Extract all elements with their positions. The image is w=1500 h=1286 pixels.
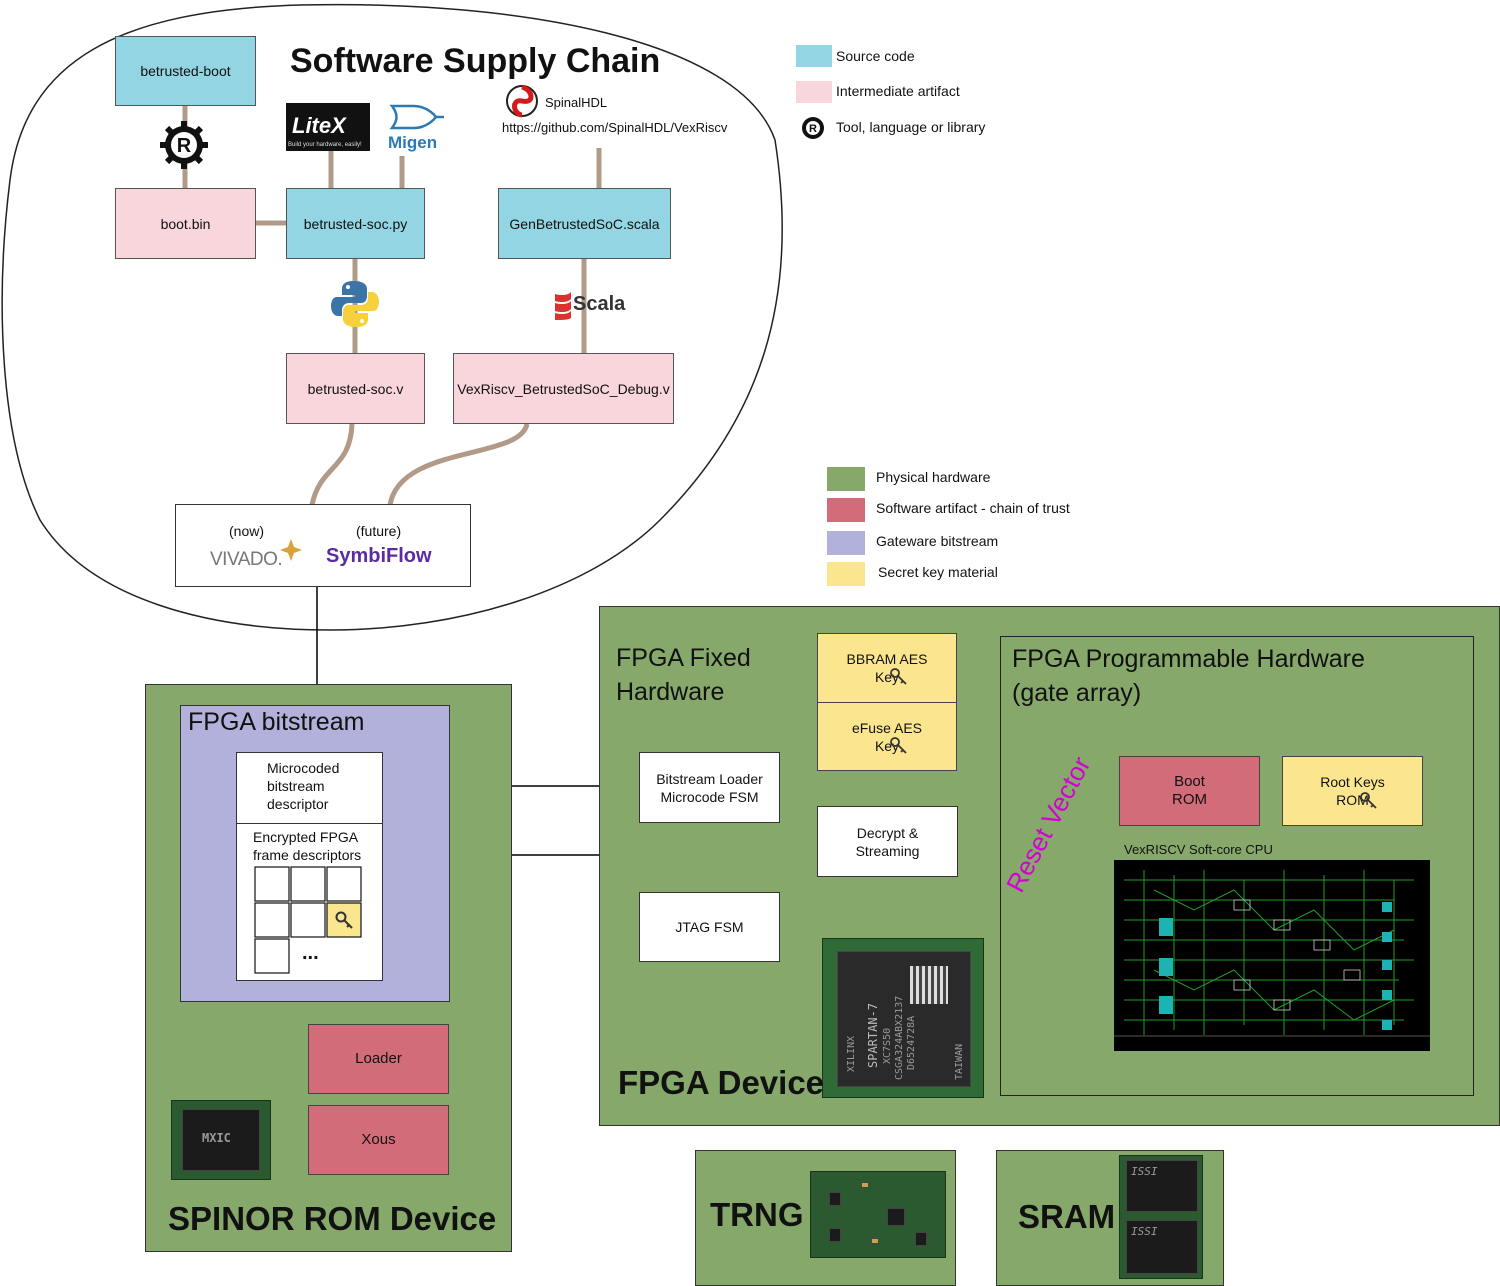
- efuse-key: eFuse AES Key: [817, 702, 957, 771]
- svg-text:R: R: [177, 135, 192, 157]
- node-betrusted-soc-v: betrusted-soc.v: [286, 353, 425, 424]
- node-boot-bin: boot.bin: [115, 188, 256, 259]
- legend-swatch-intermediate: [796, 81, 832, 103]
- trng-board-photo: [810, 1171, 946, 1258]
- jtag-fsm: JTAG FSM: [639, 892, 780, 962]
- cpu-label: VexRISCV Soft-core CPU: [1124, 842, 1273, 857]
- node-betrusted-boot: betrusted-boot: [115, 36, 256, 106]
- sram-title: SRAM: [1018, 1198, 1116, 1235]
- fpga-bitstream-title: FPGA bitstream: [188, 708, 365, 736]
- svg-text:R: R: [809, 123, 817, 135]
- sram-chip-photo: ISSI ISSI: [1119, 1155, 1203, 1279]
- legend-rust-icon: R: [802, 117, 824, 139]
- node-betrusted-soc-py: betrusted-soc.py: [286, 188, 425, 259]
- key-icon: [335, 911, 353, 929]
- microcoded-descriptor: Microcoded bitstream descriptor: [267, 760, 340, 812]
- symbiflow-label: SymbiFlow: [326, 545, 432, 567]
- root-keys-icon: [1360, 792, 1377, 809]
- root-keys-rom: Root Keys ROM: [1282, 756, 1423, 826]
- datamatrix-code: [910, 966, 948, 1004]
- cpu-schematic: [1114, 860, 1430, 1051]
- python-icon: [331, 281, 379, 327]
- frame-grid: [254, 866, 362, 974]
- spinalhdl-label: SpinalHDL: [545, 95, 608, 110]
- loader-box: Loader: [308, 1024, 449, 1094]
- litex-logo: LiteX Build your hardware, easily!: [286, 103, 370, 151]
- fpga-fixed-title: FPGA Fixed Hardware: [616, 644, 751, 706]
- vivado-label: VIVADO.: [210, 549, 283, 570]
- bbram-key: BBRAM AES Key: [817, 633, 957, 703]
- vivado-note: (now): [229, 523, 265, 539]
- fpga-device-title: FPGA Device: [618, 1064, 825, 1101]
- bitstream-loader-fsm: Bitstream Loader Microcode FSM: [639, 752, 780, 823]
- synthesis-tools-box: (now) VIVADO. (future) SymbiFlow: [175, 504, 471, 587]
- bbram-key-icon: [890, 668, 907, 685]
- migen-gate-icon: [389, 104, 444, 130]
- xous-box: Xous: [308, 1105, 449, 1175]
- legend-source: Source code: [836, 48, 915, 64]
- encrypted-descriptors: Encrypted FPGA frame descriptors: [253, 829, 362, 863]
- frame-ellipsis: ...: [302, 942, 319, 964]
- legend-gateware: Gateware bitstream: [876, 533, 999, 549]
- symbiflow-note: (future): [356, 523, 402, 539]
- spinalhdl-icon: [506, 84, 538, 118]
- fpga-programmable-title: FPGA Programmable Hardware (gate array): [1012, 645, 1365, 707]
- trng-title: TRNG: [710, 1196, 804, 1233]
- boot-rom: Boot ROM: [1119, 756, 1260, 826]
- node-gen-soc-scala: GenBetrustedSoC.scala: [498, 188, 671, 259]
- vexriscv-url: https://github.com/SpinalHDL/VexRiscv: [502, 120, 728, 135]
- legend-tool: Tool, language or library: [836, 119, 986, 135]
- decrypt-streaming: Decrypt & Streaming: [817, 806, 958, 877]
- spinor-chip-photo: MXIC: [171, 1100, 271, 1180]
- vivado-icon: [280, 539, 302, 561]
- legend-intermediate: Intermediate artifact: [836, 83, 960, 99]
- migen-label: Migen: [388, 133, 438, 152]
- legend-chain-of-trust: Software artifact - chain of trust: [876, 500, 1070, 516]
- legend-swatch-secret: [827, 562, 865, 586]
- legend-swatch-chain-of-trust: [827, 498, 865, 522]
- spartan7-chip-photo: XILINX SPARTAN-7 XC7S50 CSGA324ABX2137 D…: [822, 938, 984, 1098]
- legend-secret: Secret key material: [878, 564, 998, 580]
- legend-physical: Physical hardware: [876, 469, 991, 485]
- scala-label: Scala: [573, 293, 626, 315]
- supply-chain-title: Software Supply Chain: [290, 42, 661, 80]
- fpga-programmable: [1000, 636, 1474, 1096]
- rust-gear-icon: R: [160, 121, 208, 169]
- efuse-key-icon: [890, 737, 907, 754]
- spinor-title: SPINOR ROM Device: [168, 1200, 497, 1237]
- legend-swatch-source: [796, 45, 832, 67]
- node-vexriscv-debug-v: VexRiscv_BetrustedSoC_Debug.v: [453, 353, 674, 424]
- scala-icon: [555, 292, 571, 320]
- legend-swatch-physical: [827, 467, 865, 491]
- descriptor-divider: [237, 823, 382, 824]
- legend-swatch-gateware: [827, 531, 865, 555]
